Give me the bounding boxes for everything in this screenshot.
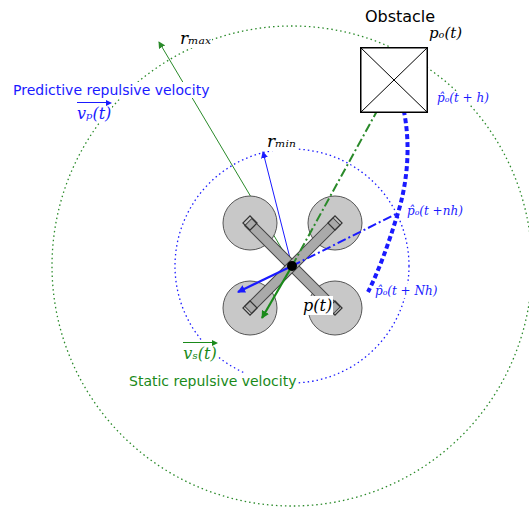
prediction-label: p̂ₒ(t + Nh) bbox=[374, 284, 438, 298]
caption-label: Static repulsive velocity bbox=[128, 373, 297, 389]
motors bbox=[243, 216, 342, 315]
position-label: p(t) bbox=[302, 296, 333, 315]
static-velocity-arrow bbox=[262, 266, 292, 318]
rmax-circle bbox=[52, 26, 529, 506]
caption-label: Predictive repulsive velocity bbox=[12, 82, 210, 98]
node-heading: Obstacle bbox=[365, 7, 435, 26]
prediction-label: p̂ₒ(t +nh) bbox=[406, 204, 464, 218]
radius-label: rₘᵢₙ bbox=[266, 131, 297, 151]
rotors bbox=[223, 196, 362, 335]
obstacle-outline bbox=[360, 47, 428, 113]
vector-label: vₛ(t) bbox=[182, 340, 217, 363]
obstacle-box: Obstacle bbox=[360, 47, 428, 113]
predictive-distance-line bbox=[292, 213, 398, 266]
radius-label: rₘₐₓ bbox=[179, 28, 212, 48]
prediction-label: p̂ₒ(t + h) bbox=[436, 91, 490, 105]
arms bbox=[245, 218, 340, 314]
vector-label: vₚ(t) bbox=[76, 100, 112, 123]
rmin-circle bbox=[175, 149, 409, 383]
rmax-radius bbox=[159, 42, 292, 266]
position-label: pₒ(t) bbox=[428, 24, 463, 42]
robot-center bbox=[287, 261, 297, 271]
